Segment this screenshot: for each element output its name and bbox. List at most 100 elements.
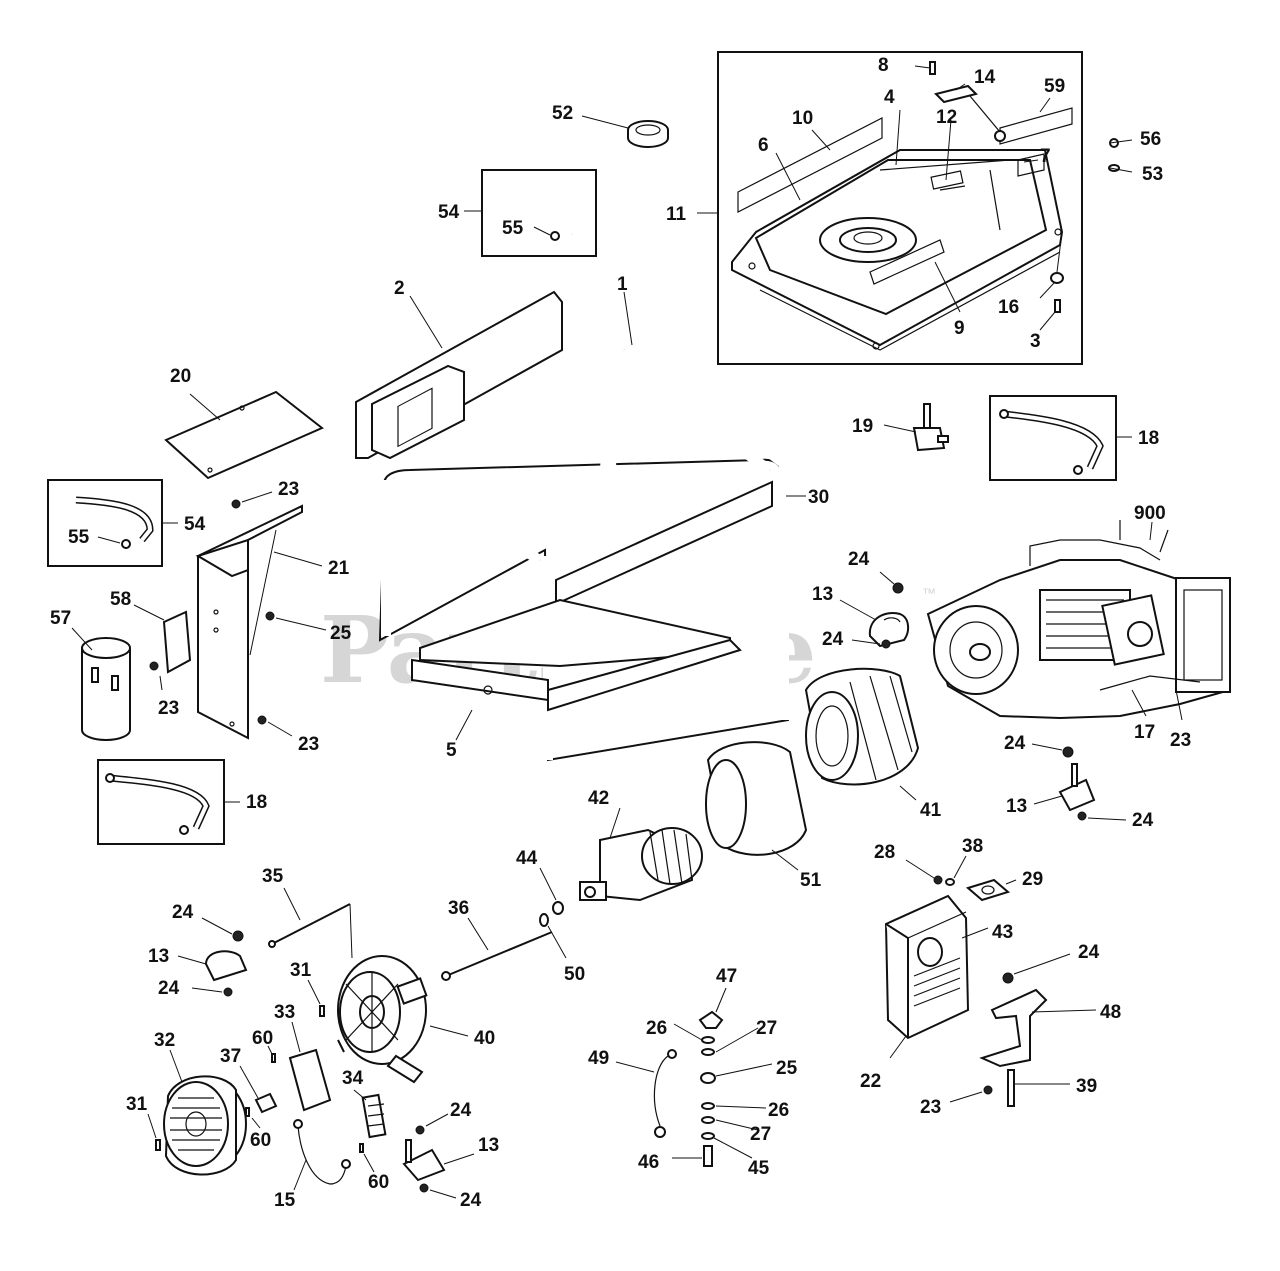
decal-59 bbox=[999, 107, 1073, 145]
fuel-tank[interactable] bbox=[731, 149, 1064, 351]
callout-13-a: 13 bbox=[812, 584, 833, 605]
nut-24-c bbox=[232, 930, 244, 942]
callout-26-b: 26 bbox=[768, 1100, 789, 1121]
callout-54-b: 54 bbox=[184, 514, 206, 535]
screw-60-c bbox=[359, 1143, 364, 1153]
mount-13-right[interactable] bbox=[1033, 763, 1096, 812]
callout-28: 28 bbox=[874, 842, 895, 863]
nut-23-c bbox=[257, 715, 267, 725]
fuel-valve-19[interactable] bbox=[883, 403, 949, 452]
callout-48: 48 bbox=[1100, 1002, 1121, 1023]
callout-18-b: 18 bbox=[246, 792, 267, 813]
decal-10 bbox=[737, 117, 883, 213]
nut-24-e bbox=[415, 1125, 425, 1135]
canister-57[interactable] bbox=[71, 627, 131, 741]
callout-10: 10 bbox=[792, 108, 813, 129]
callout-6: 6 bbox=[758, 135, 769, 156]
callout-11: 11 bbox=[666, 204, 687, 225]
stator-41[interactable] bbox=[804, 667, 920, 801]
callout-55-a: 55 bbox=[502, 218, 524, 239]
callout-55-b: 55 bbox=[68, 527, 90, 548]
callout-13-d: 13 bbox=[478, 1135, 499, 1156]
through-bolt-36[interactable] bbox=[441, 917, 553, 981]
callout-54-a: 54 bbox=[438, 202, 460, 223]
control-panel-2[interactable] bbox=[355, 290, 563, 460]
muffler-22[interactable] bbox=[884, 894, 989, 1059]
frame-1[interactable] bbox=[378, 291, 806, 762]
bracket-panel-21[interactable] bbox=[195, 504, 323, 740]
fuel-hose-box-bottom bbox=[97, 759, 240, 845]
callout-24-e: 24 bbox=[172, 902, 194, 923]
callout-49: 49 bbox=[588, 1048, 609, 1069]
callout-24-h: 24 bbox=[460, 1190, 482, 1211]
washer-26-b bbox=[701, 1102, 715, 1110]
callout-18-a: 18 bbox=[1138, 428, 1159, 449]
nut-24-i bbox=[1077, 811, 1087, 821]
mount-13-top[interactable] bbox=[839, 599, 910, 648]
washer-26-a bbox=[701, 1036, 715, 1044]
callout-20: 20 bbox=[170, 366, 191, 387]
rotor-42[interactable] bbox=[579, 807, 703, 902]
washer-45 bbox=[701, 1132, 715, 1140]
gasket-29[interactable] bbox=[965, 878, 1017, 902]
callout-24-b: 24 bbox=[822, 629, 844, 650]
callout-50: 50 bbox=[564, 964, 585, 985]
callout-57: 57 bbox=[50, 608, 71, 629]
fuel-hose-box-right bbox=[989, 395, 1132, 481]
callout-59: 59 bbox=[1044, 76, 1065, 97]
panel-20[interactable] bbox=[164, 390, 324, 480]
callout-38: 38 bbox=[962, 836, 983, 857]
bracket-48[interactable] bbox=[979, 988, 1097, 1068]
callout-1: 1 bbox=[617, 274, 628, 295]
callout-12: 12 bbox=[936, 107, 957, 128]
callout-13-c: 13 bbox=[148, 946, 169, 967]
nut-24-d bbox=[223, 987, 233, 997]
callout-37: 37 bbox=[220, 1046, 241, 1067]
callout-14: 14 bbox=[974, 67, 996, 88]
decal-9 bbox=[869, 239, 945, 285]
callout-900: 900 bbox=[1134, 503, 1166, 524]
bracket-58[interactable] bbox=[133, 604, 192, 674]
callout-29: 29 bbox=[1022, 869, 1043, 890]
engine-900[interactable] bbox=[926, 520, 1232, 721]
mount-13-left[interactable] bbox=[177, 950, 248, 982]
nut-25-a bbox=[265, 611, 275, 621]
tie-rod-35[interactable] bbox=[268, 887, 353, 959]
stator-cover-51[interactable] bbox=[705, 741, 808, 871]
callout-24-i: 24 bbox=[1078, 942, 1100, 963]
watermark-trademark: ™ bbox=[922, 585, 936, 601]
ground-stud-stack bbox=[672, 987, 773, 1167]
gas-cap-52[interactable] bbox=[581, 115, 669, 148]
callout-21: 21 bbox=[328, 558, 350, 579]
callout-36: 36 bbox=[448, 898, 469, 919]
fuel-hose-box-left bbox=[47, 479, 178, 567]
callout-23-c: 23 bbox=[298, 734, 319, 755]
clip-37[interactable] bbox=[239, 1065, 278, 1114]
ground-wire-15[interactable] bbox=[293, 1119, 351, 1191]
fuel-hose-box-top bbox=[464, 169, 597, 257]
callout-30: 30 bbox=[808, 487, 829, 508]
screw-60-a bbox=[271, 1053, 276, 1063]
callout-39: 39 bbox=[1076, 1076, 1097, 1097]
screw-3 bbox=[1054, 299, 1061, 313]
washer-44 bbox=[552, 901, 564, 915]
callout-22: 22 bbox=[860, 1071, 881, 1092]
callout-33: 33 bbox=[274, 1002, 295, 1023]
terminal-block-34[interactable] bbox=[353, 1089, 387, 1139]
callout-60-a: 60 bbox=[252, 1028, 273, 1049]
callout-23-e: 23 bbox=[1170, 730, 1191, 751]
callout-2: 2 bbox=[394, 278, 405, 299]
plate-33[interactable] bbox=[288, 1021, 332, 1112]
callout-5: 5 bbox=[446, 740, 457, 761]
mount-13-bottom[interactable] bbox=[402, 1139, 475, 1182]
ground-wire-49[interactable] bbox=[615, 1049, 677, 1138]
callout-26-a: 26 bbox=[646, 1018, 667, 1039]
nut-24-f bbox=[419, 1183, 429, 1193]
callout-4: 4 bbox=[884, 87, 895, 108]
fan-cover-32[interactable] bbox=[163, 1049, 247, 1176]
callout-41: 41 bbox=[920, 800, 942, 821]
end-housing-40[interactable] bbox=[337, 955, 469, 1084]
callout-7: 7 bbox=[1040, 146, 1051, 167]
callout-24-a: 24 bbox=[848, 549, 870, 570]
